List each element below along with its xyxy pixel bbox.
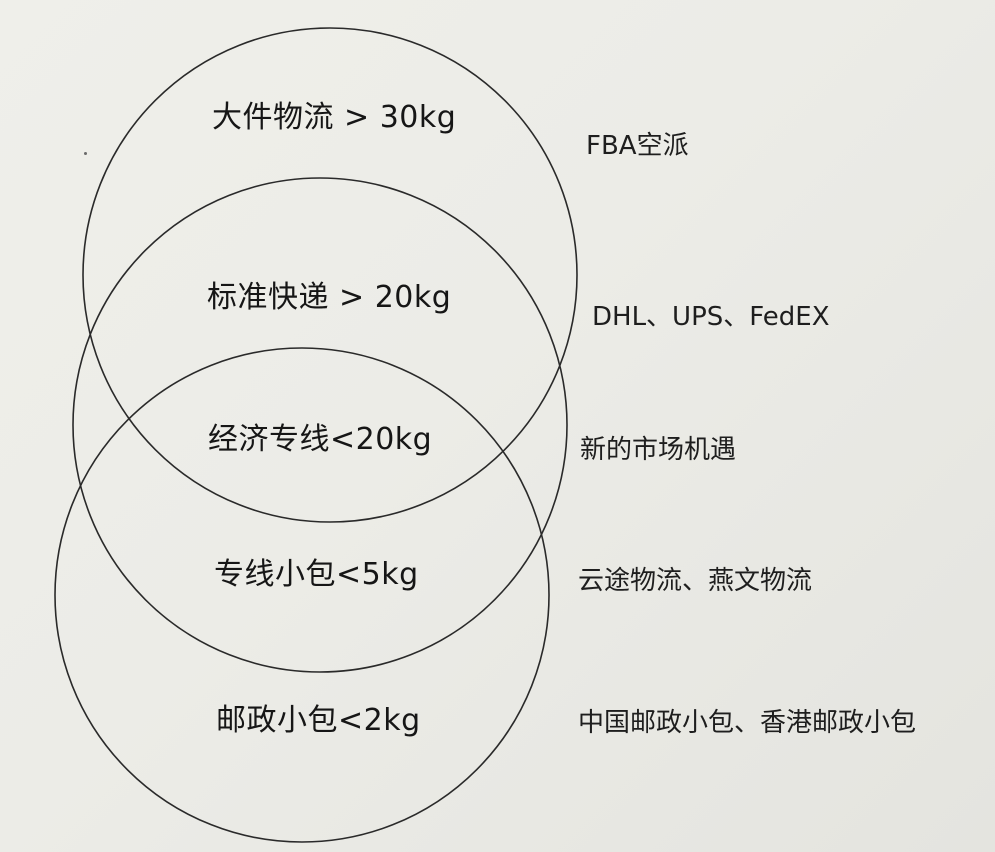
dust-speck [84,152,87,155]
tier-examples-large-freight: FBA空派 [586,131,689,161]
tier-label-postal-small-parcel: 邮政小包<2kg [216,703,421,738]
circle-bottom [54,347,550,843]
circle-middle [72,177,568,673]
tier-examples-standard-express: DHL、UPS、FedEX [592,302,830,332]
tier-label-standard-express: 标准快递 > 20kg [207,280,452,315]
circle-top [82,27,578,523]
tier-label-dedicated-small-parcel: 专线小包<5kg [214,557,419,592]
tier-label-economy-line: 经济专线<20kg [208,422,433,457]
tier-examples-dedicated-small-parcel: 云途物流、燕文物流 [578,566,813,596]
tier-examples-postal-small-parcel: 中国邮政小包、香港邮政小包 [578,708,917,738]
tier-examples-economy-line: 新的市场机遇 [580,435,737,465]
tier-label-large-freight: 大件物流 > 30kg [212,100,457,135]
